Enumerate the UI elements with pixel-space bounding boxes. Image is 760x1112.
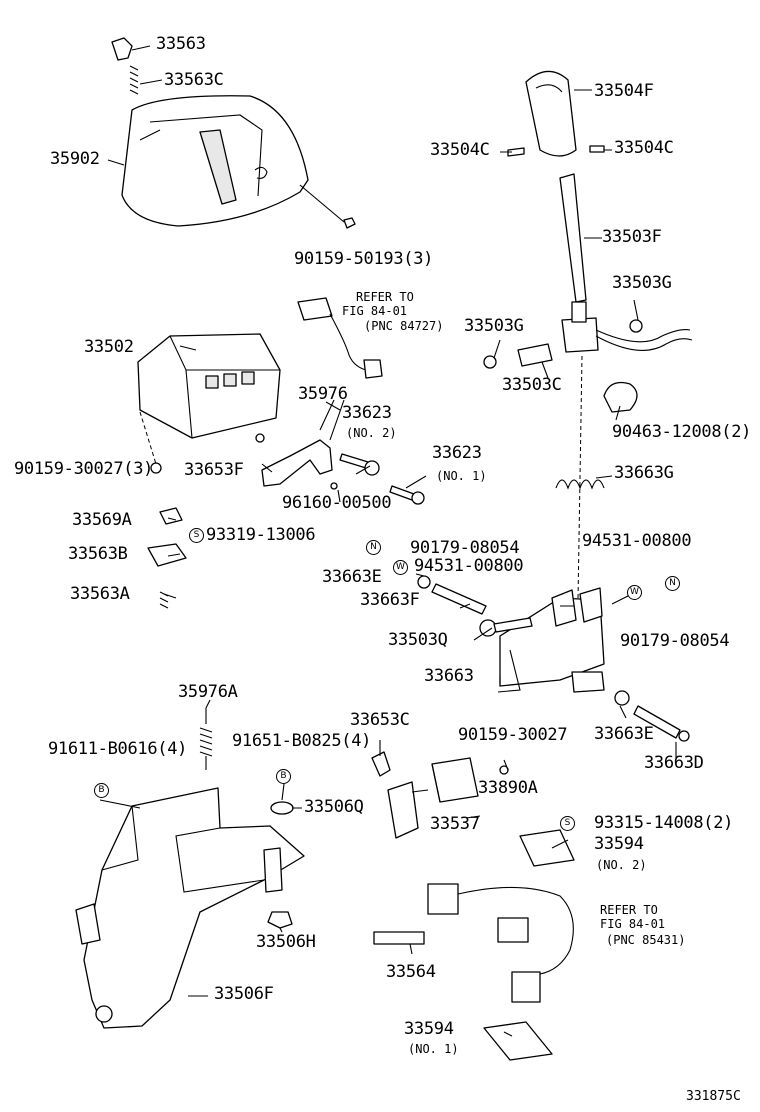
part-33537-solenoid [387,781,419,839]
badge-w: W [393,560,408,575]
part-label: 33663G [614,463,674,483]
part-label: 33502 [84,337,134,357]
part-33890a-switch [431,757,509,803]
leader-lines [99,45,677,1037]
badge-b: B [94,783,109,798]
part-label: 33563A [70,584,130,604]
part-33563-cap [111,37,139,95]
part-label: 33506Q [304,797,364,817]
part-33663-lever-bracket [417,575,605,693]
part-label: 33504F [594,81,654,101]
part-label: 33663F [360,590,420,610]
part-33594-no1-plate [483,1021,553,1061]
part-33569a-33563b-pawl [147,507,187,609]
part-label: 33569A [72,510,132,530]
reference-note: (PNC 84727) [364,319,444,333]
part-note: (NO. 2) [346,426,397,440]
part-label: 35976A [178,682,238,702]
part-label: 33623 [342,403,392,423]
part-33503f-shift-lever [483,173,693,369]
part-35976-harness [297,297,383,441]
part-33663g-spring [555,479,605,490]
part-35976a-spring [199,708,213,770]
part-note: (NO. 1) [436,469,487,483]
part-label: 90179-08054 [620,631,730,651]
part-label: 90179-08054 [410,538,520,558]
part-label: 33537 [430,814,480,834]
part-label: 33503Q [388,630,448,650]
part-33502-shift-housing [137,333,281,474]
part-label: 35976 [298,384,348,404]
part-label: 33503G [612,273,672,293]
reference-note: (PNC 85431) [606,933,686,947]
part-label: 33503G [464,316,524,336]
part-label: 33563C [164,70,224,90]
part-label: 33663 [424,666,474,686]
reference-note: FIG 84-01 [600,917,666,931]
part-label: 93319-13006 [206,525,316,545]
part-label: 33663E [594,724,654,744]
reference-note: FIG 84-01 [342,304,408,318]
part-label: 33653F [184,460,244,480]
badge-n: N [366,540,381,555]
part-label: 90159-30027(3) [14,459,154,479]
part-label: 33504C [614,138,674,158]
part-35902-console-cover [121,95,356,229]
badge-s: S [560,816,575,831]
part-33594-no2-plate [519,829,575,867]
part-33653f-bracket [255,433,338,490]
part-label: 33890A [478,778,538,798]
part-label: 90159-50193(3) [294,249,434,269]
reference-note: REFER TO [356,290,414,304]
part-label: 90463-12008(2) [612,422,752,442]
part-33504f-shift-knob [507,70,605,157]
part-label: 91611-B0616(4) [48,739,188,759]
part-33623-bolts [339,453,425,505]
part-33506f-base-bracket [75,787,305,1029]
part-label: 33663E [322,567,382,587]
part-label: 33506F [214,984,274,1004]
part-label: 33594 [594,834,644,854]
badge-w: W [627,585,642,600]
part-label: 33503C [502,375,562,395]
part-33663d-bolt [614,690,690,742]
part-33564-pin [373,931,425,945]
part-33506h-nut [267,911,293,929]
part-harness-connector [427,883,574,1003]
part-label: 91651-B0825(4) [232,731,372,751]
part-label: 33563 [156,34,206,54]
badge-n: N [665,576,680,591]
part-90463-clamp [603,381,638,413]
part-label: 33663D [644,753,704,773]
reference-note: REFER TO [600,903,658,917]
part-note: (NO. 2) [596,858,647,872]
part-label: 93315-14008(2) [594,813,734,833]
part-label: 94531-00800 [582,531,692,551]
part-label: 33563B [68,544,128,564]
part-label: 90159-30027 [458,725,568,745]
part-label: 96160-00500 [282,493,392,513]
part-label: 33623 [432,443,482,463]
badge-s: S [189,528,204,543]
lever-axis-line [577,355,583,601]
part-label: 33564 [386,962,436,982]
badge-b: B [276,769,291,784]
part-label: 33503F [602,227,662,247]
part-label: 33653C [350,710,410,730]
figure-code: 331875C [686,1089,741,1104]
part-label: 33594 [404,1019,454,1039]
part-label: 33504C [430,140,490,160]
part-label: 35902 [50,149,100,169]
part-note: (NO. 1) [408,1042,459,1056]
part-label: 33506H [256,932,316,952]
part-label: 94531-00800 [414,556,524,576]
